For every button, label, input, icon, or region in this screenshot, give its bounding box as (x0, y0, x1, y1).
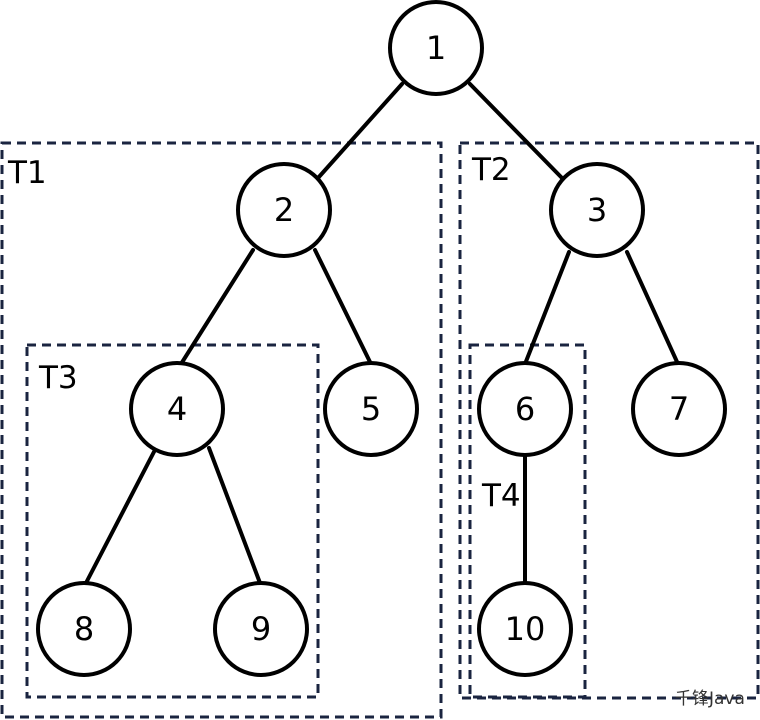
subtree-box-t1 (0, 141, 443, 719)
node-circle (388, 0, 484, 96)
subtree-label-t3: T3 (38, 360, 78, 396)
node-6: 6 (477, 361, 573, 457)
edge-2-4 (179, 248, 255, 366)
edge-3-6 (523, 250, 571, 366)
node-label: 1 (426, 29, 446, 67)
node-label: 10 (505, 610, 546, 648)
node-10: 10 (477, 581, 573, 677)
node-label: 2 (274, 191, 294, 229)
subtree-labels: T1 T2 T3 T4 (7, 152, 521, 514)
node-label: 6 (515, 390, 535, 428)
node-5: 5 (323, 361, 419, 457)
subtree-box-t3 (25, 343, 320, 699)
node-3: 3 (549, 162, 645, 258)
node-4: 4 (129, 361, 225, 457)
node-circle (236, 162, 332, 258)
node-circle (631, 361, 727, 457)
subtree-box-t2 (458, 141, 760, 700)
node-2: 2 (236, 162, 332, 258)
subtree-label-t4: T4 (481, 478, 521, 514)
node-label: 9 (251, 610, 271, 648)
node-1: 1 (388, 0, 484, 96)
node-9: 9 (213, 581, 309, 677)
node-circle (213, 581, 309, 677)
edge-1-3 (468, 82, 564, 180)
edge-3-7 (625, 250, 680, 366)
subtree-boxes (0, 141, 760, 719)
node-circle (477, 361, 573, 457)
edge-4-8 (84, 444, 159, 585)
node-circle (477, 581, 573, 677)
edge-4-9 (207, 446, 262, 585)
node-circle (323, 361, 419, 457)
node-circle (36, 581, 132, 677)
subtree-label-t1: T1 (7, 155, 47, 191)
node-label: 3 (587, 191, 607, 229)
node-7: 7 (631, 361, 727, 457)
node-label: 4 (167, 390, 187, 428)
tree-nodes: 1 2 3 4 5 6 7 8 (36, 0, 727, 677)
subtree-box-t4 (468, 343, 587, 699)
node-circle (129, 361, 225, 457)
node-label: 5 (361, 390, 381, 428)
node-8: 8 (36, 581, 132, 677)
node-circle (549, 162, 645, 258)
watermark-text: 千锋Java (675, 689, 745, 709)
node-label: 8 (74, 610, 94, 648)
edge-2-5 (313, 248, 373, 366)
subtree-label-t2: T2 (471, 152, 511, 188)
node-label: 7 (669, 390, 689, 428)
tree-edges (84, 82, 680, 585)
edge-1-2 (316, 82, 404, 180)
